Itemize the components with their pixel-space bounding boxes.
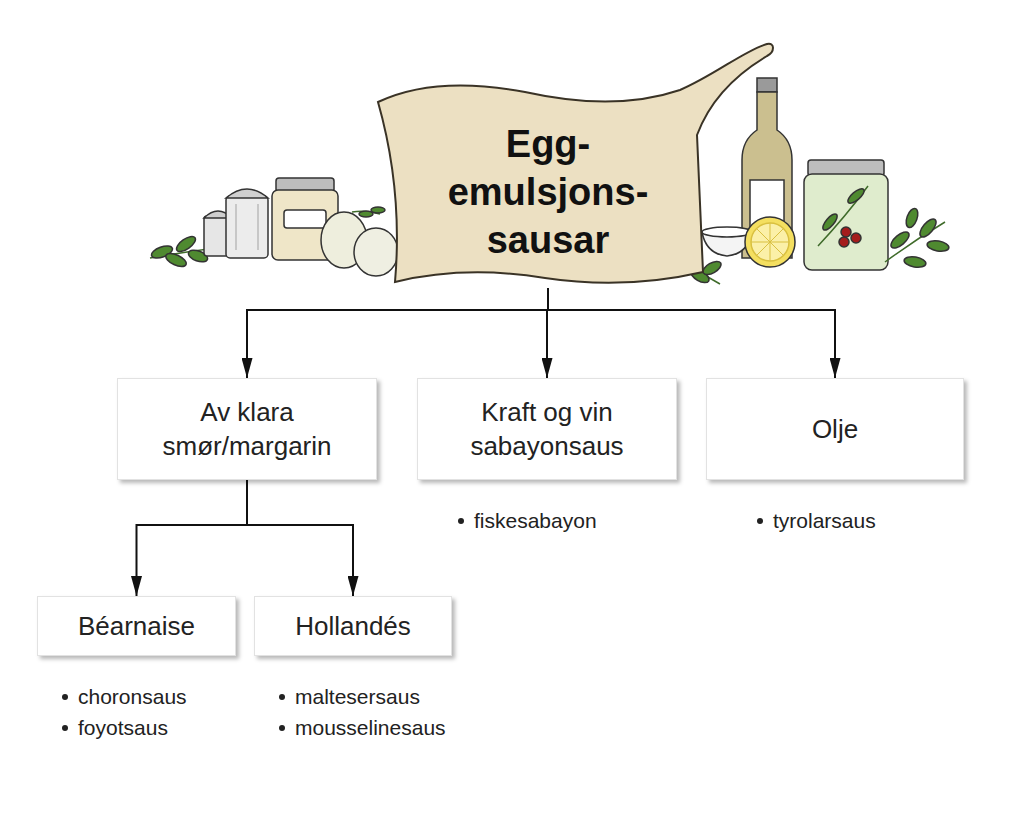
bullet-dot bbox=[458, 518, 464, 524]
category-box: Olje bbox=[706, 378, 964, 480]
sauce-list-item: maltesersaus bbox=[279, 684, 420, 710]
bullet-dot bbox=[757, 518, 763, 524]
branch-arrow bbox=[247, 288, 548, 378]
pitcher-shape bbox=[378, 44, 773, 283]
bullet-dot bbox=[62, 694, 68, 700]
bullet-dot bbox=[279, 694, 285, 700]
sauce-list-item: mousselinesaus bbox=[279, 715, 446, 741]
sauce-name: choronsaus bbox=[78, 685, 187, 708]
bullet-dot bbox=[62, 725, 68, 731]
sauce-name: maltesersaus bbox=[295, 685, 420, 708]
box-text: Olje bbox=[812, 412, 858, 446]
title-text: Egg- emulsjons- sausar bbox=[425, 120, 671, 264]
category-box: Kraft og vin sabayonsaus bbox=[417, 378, 677, 480]
sauce-list-item: foyotsaus bbox=[62, 715, 168, 741]
sauce-name: tyrolarsaus bbox=[773, 509, 876, 532]
sauce-name: mousselinesaus bbox=[295, 716, 446, 739]
sauce-list-item: fiskesabayon bbox=[458, 508, 597, 534]
box-text: Hollandés bbox=[295, 609, 411, 643]
sauce-name: fiskesabayon bbox=[474, 509, 597, 532]
sauce-list-item: tyrolarsaus bbox=[757, 508, 876, 534]
category-box: Av klara smør/margarin bbox=[117, 378, 377, 480]
category-box: Hollandés bbox=[254, 596, 452, 656]
bullet-dot bbox=[279, 725, 285, 731]
branch-arrow bbox=[137, 480, 248, 596]
box-text: Av klara smør/margarin bbox=[132, 395, 362, 463]
branch-arrow bbox=[247, 480, 353, 596]
branch-arrow bbox=[548, 288, 835, 378]
box-text: Béarnaise bbox=[78, 609, 195, 643]
category-box: Béarnaise bbox=[37, 596, 236, 656]
sauce-pitcher-title: Egg- emulsjons- sausar bbox=[375, 40, 775, 288]
sauce-list-item: choronsaus bbox=[62, 684, 187, 710]
box-text: Kraft og vin sabayonsaus bbox=[432, 395, 662, 463]
sauce-name: foyotsaus bbox=[78, 716, 168, 739]
